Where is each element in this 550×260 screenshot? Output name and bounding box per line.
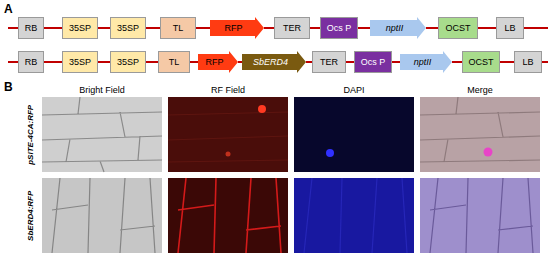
construct-line	[264, 27, 274, 29]
nucleus-signal	[258, 105, 266, 113]
element-label: LB	[504, 23, 515, 33]
construct-line	[8, 27, 18, 29]
construct-line	[426, 27, 438, 29]
cell-wall	[52, 178, 155, 253]
cell-wall	[430, 178, 533, 253]
construct-line	[196, 27, 210, 29]
row-label: SbERD4:RFP	[25, 178, 35, 253]
dapi-image	[294, 178, 414, 253]
bright-field-image	[42, 178, 162, 253]
cell-wall	[420, 97, 540, 162]
column-header: DAPI	[294, 85, 414, 96]
gene-arrow: SbERD4	[242, 51, 306, 73]
element-box: TER	[274, 17, 310, 39]
element-label: Ocs P	[361, 57, 386, 67]
element-label: RB	[25, 23, 38, 33]
merge-image	[420, 97, 540, 172]
element-label: SbERD4	[253, 57, 288, 67]
element-box: 35SP	[110, 17, 146, 39]
element-label: 35SP	[69, 23, 91, 33]
construct-line	[44, 27, 62, 29]
element-label: RFP	[225, 23, 243, 33]
element-label: nptII	[386, 23, 404, 33]
element-box: Ocs P	[320, 17, 358, 39]
construct-line	[98, 27, 110, 29]
column-header: Merge	[420, 85, 540, 96]
element-label: Ocs P	[327, 23, 352, 33]
gene-arrow: RFP	[210, 17, 264, 39]
element-box: 35SP	[62, 51, 98, 73]
gene-arrow: nptII	[400, 51, 452, 73]
gene-arrow: RFP	[198, 51, 238, 73]
gene-arrow: nptII	[370, 17, 426, 39]
column-header: Bright Field	[42, 85, 162, 96]
arrow-shape	[210, 17, 264, 39]
construct-line	[44, 61, 62, 63]
element-box: RB	[18, 51, 44, 73]
element-label: RB	[25, 57, 38, 67]
construct-line	[8, 61, 18, 63]
element-box: 35SP	[110, 51, 146, 73]
construct-line	[524, 27, 548, 29]
element-box: LB	[514, 51, 542, 73]
element-label: TER	[320, 57, 338, 67]
construct-line	[478, 27, 496, 29]
panel-letter: B	[4, 80, 13, 94]
construct-line	[346, 61, 354, 63]
construct-line	[98, 61, 110, 63]
construct-line	[238, 61, 242, 63]
element-box: Ocs P	[354, 51, 392, 73]
element-label: TL	[169, 57, 180, 67]
arrow-shape	[400, 51, 452, 73]
element-label: 35SP	[117, 57, 139, 67]
cell-wall	[178, 178, 281, 253]
arrow-shape	[198, 51, 238, 73]
dapi-image	[294, 97, 414, 172]
bright-field-image	[42, 97, 162, 172]
construct-line	[146, 61, 158, 63]
element-label: OCST	[468, 57, 493, 67]
construct-line	[358, 27, 370, 29]
element-label: OCST	[445, 23, 470, 33]
rf-image	[168, 97, 288, 172]
arrow-shape	[370, 17, 426, 39]
panel-letter: A	[4, 2, 13, 16]
rf-image	[168, 178, 288, 253]
nucleus-signal	[226, 152, 231, 157]
element-box: OCST	[462, 51, 500, 73]
arrow-shape	[242, 51, 306, 73]
construct-line	[392, 61, 400, 63]
element-label: RFP	[206, 57, 224, 67]
nucleus-signal	[326, 149, 334, 157]
construct-line	[542, 61, 548, 63]
element-label: TL	[173, 23, 184, 33]
merge-image	[420, 178, 540, 253]
element-box: TL	[158, 51, 190, 73]
element-label: nptII	[414, 57, 432, 67]
element-box: RB	[18, 17, 44, 39]
element-box: LB	[496, 17, 524, 39]
cell-wall	[304, 178, 407, 253]
element-label: TER	[283, 23, 301, 33]
element-box: TL	[160, 17, 196, 39]
element-label: LB	[522, 57, 533, 67]
construct-line	[452, 61, 462, 63]
nucleus-signal	[484, 148, 493, 157]
row-label: pSITE-4CA:RFP	[25, 97, 35, 172]
construct-line	[146, 27, 160, 29]
element-box: TER	[312, 51, 346, 73]
cell-wall	[42, 97, 162, 172]
element-box: OCST	[438, 17, 478, 39]
construct-line	[310, 27, 320, 29]
column-header: RF Field	[168, 85, 288, 96]
construct-line	[500, 61, 514, 63]
element-label: 35SP	[69, 57, 91, 67]
element-label: 35SP	[117, 23, 139, 33]
cell-wall	[168, 112, 288, 162]
construct-line	[190, 61, 198, 63]
element-box: 35SP	[62, 17, 98, 39]
